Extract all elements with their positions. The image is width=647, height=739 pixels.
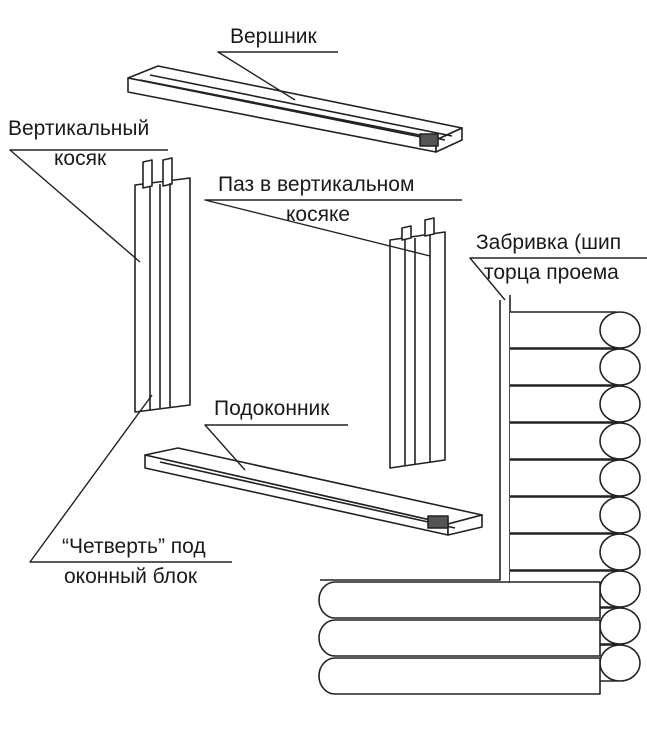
label-tenon-1: Забривка (шип — [476, 231, 622, 254]
log-end — [599, 533, 641, 571]
log-end — [599, 496, 641, 534]
sill-shape — [144, 447, 483, 536]
log-end — [599, 607, 641, 645]
lower-logs — [318, 581, 601, 695]
label-sill: Подоконник — [214, 397, 330, 420]
log-end — [599, 385, 641, 423]
log-end — [599, 311, 641, 349]
label-top-beam: Вершник — [230, 25, 317, 48]
label-quarter-1: “Четверть” под — [62, 535, 206, 558]
label-vertical-jamb-1: Вертикальный — [8, 117, 150, 140]
lower-log — [318, 619, 601, 657]
log-end — [599, 422, 641, 460]
leader-lines — [9, 51, 647, 563]
label-vertical-jamb-2: косяк — [54, 147, 107, 170]
label-tenon-2: торца проема — [484, 261, 619, 284]
log-end — [599, 570, 641, 608]
label-quarter-2: оконный блок — [64, 565, 198, 588]
label-groove-1: Паз в вертикальном — [218, 173, 415, 196]
log-end — [599, 644, 641, 682]
lower-log — [318, 581, 601, 619]
label-groove-2: косяке — [286, 203, 351, 226]
log-end — [599, 348, 641, 386]
log-end — [599, 459, 641, 497]
top-beam-shape — [127, 65, 463, 153]
right-jamb-shape — [389, 217, 446, 469]
lower-log — [318, 657, 601, 695]
left-jamb-shape — [134, 157, 191, 413]
